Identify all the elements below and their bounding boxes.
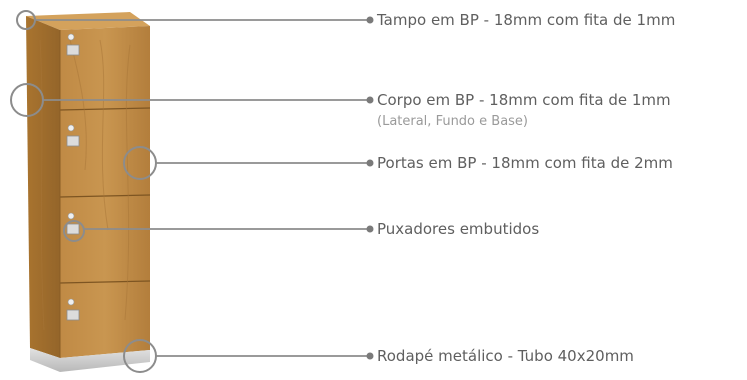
door-seam-3	[59, 280, 151, 284]
leader-dot-rodape	[366, 352, 374, 360]
cabinet-side	[26, 16, 60, 358]
label-tampo: Tampo em BP - 18mm com fita de 1mm	[377, 11, 676, 29]
handle-1	[66, 33, 80, 56]
label-rodape: Rodapé metálico - Tubo 40x20mm	[377, 347, 634, 365]
label-corpo: Corpo em BP - 18mm com fita de 1mm	[377, 91, 671, 109]
leader-dot-tampo	[366, 16, 374, 24]
locker-cabinet	[26, 12, 151, 372]
cabinet-front	[60, 26, 150, 358]
label-puxadores: Puxadores embutidos	[377, 220, 540, 238]
handle-3	[66, 212, 80, 235]
cabinet-top	[26, 12, 150, 30]
metal-base	[30, 348, 150, 372]
leader-dot-corpo	[366, 96, 374, 104]
handle-4	[66, 298, 80, 321]
callout-circle-puxadores	[63, 220, 85, 242]
label-portas: Portas em BP - 18mm com fita de 2mm	[377, 154, 673, 172]
leader-dot-puxadores	[366, 225, 374, 233]
door-seam-1	[59, 107, 151, 111]
note-corpo: (Lateral, Fundo e Base)	[377, 114, 529, 129]
leader-dot-portas	[366, 159, 374, 167]
door-seam-2	[59, 194, 151, 198]
handle-2	[66, 124, 80, 147]
wood-grain	[39, 39, 131, 331]
